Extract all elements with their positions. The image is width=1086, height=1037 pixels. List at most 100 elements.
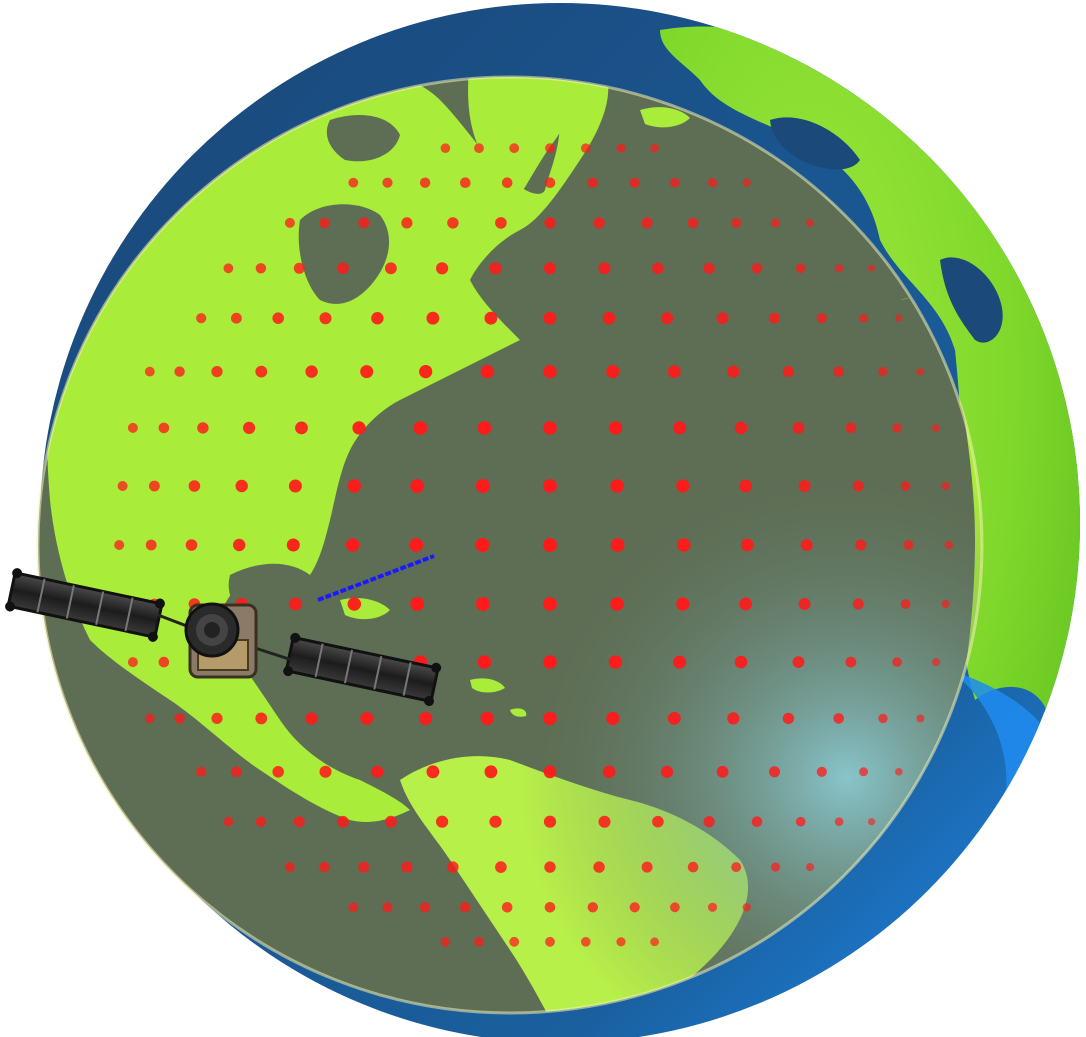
grid-dot bbox=[545, 143, 555, 154]
grid-dot bbox=[543, 421, 557, 435]
grid-dot bbox=[243, 421, 256, 434]
grid-dot bbox=[900, 481, 911, 491]
grid-dot bbox=[608, 421, 623, 435]
grid-dot bbox=[606, 365, 620, 379]
grid-dot bbox=[484, 311, 498, 325]
grid-dot bbox=[667, 365, 681, 378]
grid-dot bbox=[371, 765, 384, 778]
grid-dot bbox=[587, 177, 598, 188]
grid-dot bbox=[272, 766, 285, 778]
grid-dot bbox=[932, 658, 941, 667]
grid-dot bbox=[352, 421, 366, 435]
grid-dot bbox=[740, 538, 754, 552]
grid-dot bbox=[231, 766, 242, 778]
grid-dot bbox=[543, 815, 557, 828]
solar-panel-left bbox=[5, 568, 165, 642]
grid-dot bbox=[185, 539, 198, 551]
grid-dot bbox=[211, 366, 223, 378]
grid-dot bbox=[117, 481, 128, 491]
grid-dot bbox=[319, 861, 330, 873]
grid-dot bbox=[144, 713, 155, 724]
grid-dot bbox=[792, 656, 805, 668]
grid-dot bbox=[670, 177, 680, 188]
grid-dot bbox=[489, 815, 502, 828]
grid-dot bbox=[474, 143, 484, 154]
grid-dot bbox=[833, 366, 844, 377]
grid-dot bbox=[480, 364, 494, 379]
grid-dot bbox=[426, 765, 440, 779]
grid-dot bbox=[616, 937, 626, 947]
grid-dot bbox=[878, 366, 888, 377]
grid-dot bbox=[727, 365, 740, 378]
grid-dot bbox=[440, 143, 451, 153]
grid-dot bbox=[544, 177, 556, 188]
grid-dot bbox=[878, 713, 888, 724]
grid-dot bbox=[868, 818, 876, 826]
grid-dot bbox=[436, 262, 449, 275]
grid-dot bbox=[543, 538, 557, 552]
grid-dot bbox=[742, 178, 751, 187]
grid-dot bbox=[489, 262, 502, 275]
grid-dot bbox=[581, 143, 591, 153]
grid-dot bbox=[319, 765, 332, 778]
grid-dot bbox=[800, 539, 813, 551]
satellite-body bbox=[184, 602, 258, 679]
grid-dot bbox=[371, 312, 384, 325]
grid-dot bbox=[149, 480, 160, 492]
grid-dot bbox=[477, 655, 492, 669]
grid-dot bbox=[382, 177, 393, 188]
grid-dot bbox=[616, 143, 626, 153]
grid-dot bbox=[358, 861, 370, 873]
grid-dot bbox=[144, 366, 155, 377]
grid-dot bbox=[852, 480, 864, 492]
grid-dot bbox=[284, 217, 295, 228]
grid-dot bbox=[543, 479, 557, 493]
grid-dot bbox=[286, 538, 300, 552]
grid-dot bbox=[145, 539, 157, 551]
grid-dot bbox=[544, 902, 556, 913]
grid-dot bbox=[782, 365, 795, 378]
land-mediterranean bbox=[770, 117, 860, 170]
grid-dot bbox=[608, 655, 623, 669]
grid-dot bbox=[337, 262, 349, 275]
grid-dot bbox=[707, 902, 718, 912]
grid-dot bbox=[834, 817, 844, 826]
grid-dot bbox=[900, 599, 911, 609]
grid-dot bbox=[673, 421, 687, 435]
grid-dot bbox=[293, 816, 305, 828]
grid-dot bbox=[501, 902, 513, 913]
grid-dot bbox=[158, 422, 170, 434]
grid-dot bbox=[941, 481, 950, 491]
grid-dot bbox=[188, 480, 201, 492]
grid-dot bbox=[629, 902, 640, 913]
grid-dot bbox=[410, 597, 425, 611]
grid-dot bbox=[677, 538, 691, 552]
grid-dot bbox=[305, 365, 318, 378]
grid-dot bbox=[798, 480, 811, 492]
grid-dot bbox=[806, 863, 815, 872]
grid-dot bbox=[731, 217, 742, 228]
grid-dot bbox=[495, 861, 507, 873]
grid-dot bbox=[447, 861, 459, 873]
grid-dot bbox=[673, 655, 687, 669]
grid-dot bbox=[593, 217, 605, 229]
grid-dot bbox=[509, 143, 520, 154]
grid-dot bbox=[409, 538, 424, 552]
grid-dot bbox=[739, 597, 753, 611]
grid-dot bbox=[676, 479, 690, 493]
grid-dot bbox=[360, 365, 374, 379]
grid-dot bbox=[543, 655, 557, 669]
overlay-rim bbox=[36, 75, 984, 1015]
grid-dot bbox=[652, 815, 664, 828]
grid-dot bbox=[769, 312, 780, 324]
grid-dot bbox=[932, 423, 941, 432]
grid-dot bbox=[347, 597, 361, 611]
grid-dot bbox=[770, 862, 781, 872]
grid-dot bbox=[629, 177, 640, 188]
grid-dot bbox=[598, 815, 611, 828]
grid-dot bbox=[845, 422, 857, 434]
grid-dot bbox=[703, 816, 715, 828]
grid-dot bbox=[650, 937, 659, 947]
